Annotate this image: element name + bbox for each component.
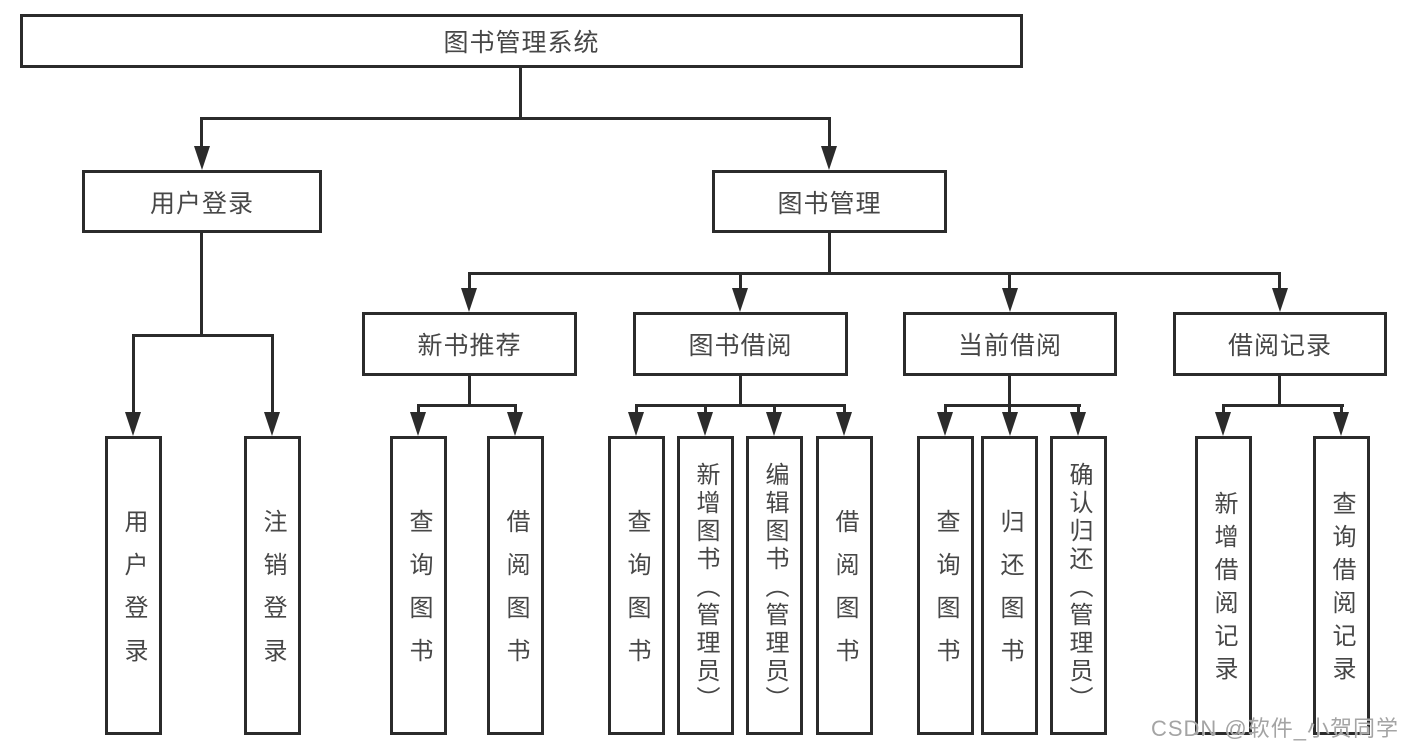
node-label: 查询借阅记录: [1328, 491, 1355, 689]
edge-userlogin-rail: [132, 334, 274, 337]
node-root-library-system: 图书管理系统: [20, 14, 1023, 68]
edge-root-stem: [519, 68, 522, 120]
arrowhead-down-icon: [937, 412, 953, 436]
node-label: 借阅图书: [831, 509, 858, 681]
node-leaf-add-borrow-record: 新增借阅记录: [1195, 436, 1252, 735]
node-label: 图书借阅: [688, 332, 793, 360]
arrowhead-down-icon: [821, 146, 837, 170]
edge-drop-recommend: [468, 272, 471, 292]
edge-recommend-stem: [468, 376, 471, 407]
arrowhead-down-icon: [264, 412, 280, 436]
edge-recommend-rail: [417, 404, 517, 407]
arrowhead-down-icon: [1002, 288, 1018, 312]
edge-drop-book-management: [828, 117, 831, 149]
arrowhead-down-icon: [410, 412, 426, 436]
node-label: 新增图书（管理员）: [692, 461, 719, 714]
edge-drop: [635, 404, 638, 416]
node-label: 新增借阅记录: [1210, 491, 1237, 689]
node-label: 查询图书: [932, 509, 959, 681]
node-label: 新书推荐: [417, 332, 522, 360]
node-label: 查询图书: [405, 509, 432, 681]
arrowhead-down-icon: [1070, 412, 1086, 436]
edge-bookmgmt-stem: [828, 233, 831, 274]
node-label: 归还图书: [996, 509, 1023, 681]
node-leaf-confirm-return-admin: 确认归还（管理员）: [1050, 436, 1107, 735]
edge-drop-leaf-logout: [271, 334, 274, 416]
node-leaf-logout: 注销登录: [244, 436, 301, 735]
node-label: 编辑图书（管理员）: [761, 461, 788, 714]
edge-drop: [1340, 404, 1343, 416]
node-leaf-query-books-recommend: 查询图书: [390, 436, 447, 735]
node-label: 借阅图书: [502, 509, 529, 681]
edge-drop: [773, 404, 776, 416]
edge-drop: [417, 404, 420, 416]
arrowhead-down-icon: [1002, 412, 1018, 436]
node-leaf-borrow-books-recommend: 借阅图书: [487, 436, 544, 735]
node-label: 图书管理: [777, 189, 882, 218]
node-book-borrowing: 图书借阅: [633, 312, 848, 376]
node-leaf-edit-book-admin: 编辑图书（管理员）: [746, 436, 803, 735]
node-leaf-query-books-borrowing: 查询图书: [608, 436, 665, 735]
arrowhead-down-icon: [628, 412, 644, 436]
edge-drop-borrowing: [739, 272, 742, 292]
csdn-watermark: CSDN @软件_小贺同学: [1150, 716, 1399, 741]
arrowhead-down-icon: [836, 412, 852, 436]
node-leaf-user-login: 用户登录: [105, 436, 162, 735]
node-leaf-query-borrow-record: 查询借阅记录: [1313, 436, 1370, 735]
edge-current-stem: [1008, 376, 1011, 407]
node-label: 用户登录: [120, 509, 147, 681]
node-current-borrowing: 当前借阅: [903, 312, 1117, 376]
node-new-book-recommend: 新书推荐: [362, 312, 577, 376]
edge-bookmgmt-rail: [468, 272, 1281, 275]
arrowhead-down-icon: [766, 412, 782, 436]
edge-records-stem: [1278, 376, 1281, 407]
arrowhead-down-icon: [697, 412, 713, 436]
node-label: 图书管理系统: [443, 29, 600, 57]
node-label: 借阅记录: [1227, 332, 1332, 360]
edge-borrowing-stem: [739, 376, 742, 407]
arrowhead-down-icon: [1215, 412, 1231, 436]
edge-root-rail: [200, 117, 831, 120]
edge-current-rail: [944, 404, 1081, 407]
arrowhead-down-icon: [732, 288, 748, 312]
edge-drop: [1222, 404, 1225, 416]
node-label: 查询图书: [623, 509, 650, 681]
edge-borrowing-rail: [635, 404, 846, 407]
node-label: 注销登录: [259, 509, 286, 681]
edge-drop: [944, 404, 947, 416]
node-label: 当前借阅: [957, 332, 1062, 360]
edge-drop: [514, 404, 517, 416]
arrowhead-down-icon: [461, 288, 477, 312]
node-leaf-borrow-books-borrowing: 借阅图书: [816, 436, 873, 735]
edge-drop-current: [1008, 272, 1011, 292]
arrowhead-down-icon: [507, 412, 523, 436]
node-book-management: 图书管理: [712, 170, 947, 233]
edge-drop: [1077, 404, 1080, 416]
edge-records-rail: [1222, 404, 1344, 407]
arrowhead-down-icon: [1272, 288, 1288, 312]
node-leaf-query-books-current: 查询图书: [917, 436, 974, 735]
edge-userlogin-stem: [200, 233, 203, 336]
arrowhead-down-icon: [125, 412, 141, 436]
edge-drop-leaf-login: [132, 334, 135, 416]
node-borrowing-records: 借阅记录: [1173, 312, 1387, 376]
node-label: 用户登录: [149, 189, 254, 218]
node-leaf-add-book-admin: 新增图书（管理员）: [677, 436, 734, 735]
edge-drop: [704, 404, 707, 416]
edge-drop: [1008, 404, 1011, 416]
arrowhead-down-icon: [194, 146, 210, 170]
arrowhead-down-icon: [1333, 412, 1349, 436]
node-user-login: 用户登录: [82, 170, 322, 233]
node-leaf-return-book: 归还图书: [981, 436, 1038, 735]
node-label: 确认归还（管理员）: [1065, 461, 1092, 714]
edge-drop-user-login: [200, 117, 203, 149]
edge-drop: [843, 404, 846, 416]
edge-drop-records: [1278, 272, 1281, 292]
